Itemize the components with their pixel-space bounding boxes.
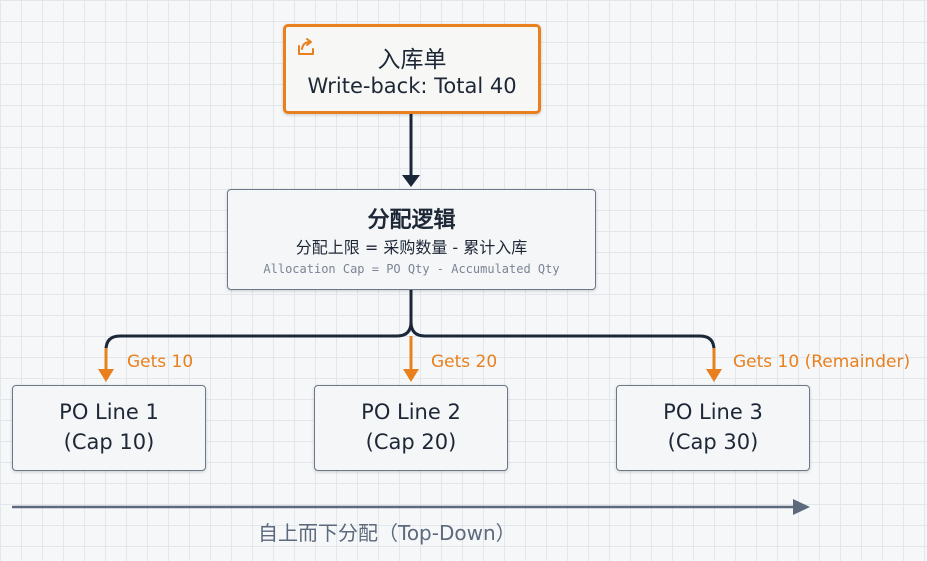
source-subtitle: Write-back: Total 40: [307, 74, 517, 98]
logic-title: 分配逻辑: [367, 208, 456, 233]
po-line-2-node: PO Line 2 (Cap 20): [314, 385, 508, 471]
share-icon: [298, 38, 314, 55]
logic-formula-en: Allocation Cap = PO Qty - Accumulated Qt…: [263, 262, 560, 276]
po-line-3-node: PO Line 3 (Cap 30): [616, 385, 810, 471]
logic-formula-cn: 分配上限 = 采购数量 - 累计入库: [295, 238, 528, 257]
arrowhead-po-line-1: [98, 369, 114, 382]
po-line-1-cap: (Cap 10): [63, 430, 155, 454]
gets-label-po-line-2: Gets 20: [431, 352, 498, 372]
po-line-3-cap: (Cap 30): [667, 430, 759, 454]
gets-label-po-line-3: Gets 10 (Remainder): [733, 352, 911, 372]
po-line-1-name: PO Line 1: [59, 400, 159, 424]
logic-node: 分配逻辑 分配上限 = 采购数量 - 累计入库 Allocation Cap =…: [227, 189, 596, 290]
gets-label-po-line-1: Gets 10: [127, 352, 194, 372]
po-line-2-name: PO Line 2: [361, 400, 461, 424]
source-title: 入库单: [377, 47, 447, 73]
arrowhead-po-line-3: [706, 369, 722, 382]
source-node: 入库单 Write-back: Total 40: [283, 24, 541, 114]
po-line-3-name: PO Line 3: [663, 400, 763, 424]
branch-right-curve: [409, 321, 716, 351]
top-down-axis-arrowhead: [793, 499, 810, 515]
source-to-logic-arrowhead: [402, 175, 420, 187]
po-line-2-cap: (Cap 20): [365, 430, 457, 454]
po-line-1-node: PO Line 1 (Cap 10): [12, 385, 206, 471]
branch-left-curve: [104, 321, 413, 351]
arrowhead-po-line-2: [403, 369, 419, 382]
top-down-axis-label: 自上而下分配（Top-Down）: [258, 521, 516, 545]
